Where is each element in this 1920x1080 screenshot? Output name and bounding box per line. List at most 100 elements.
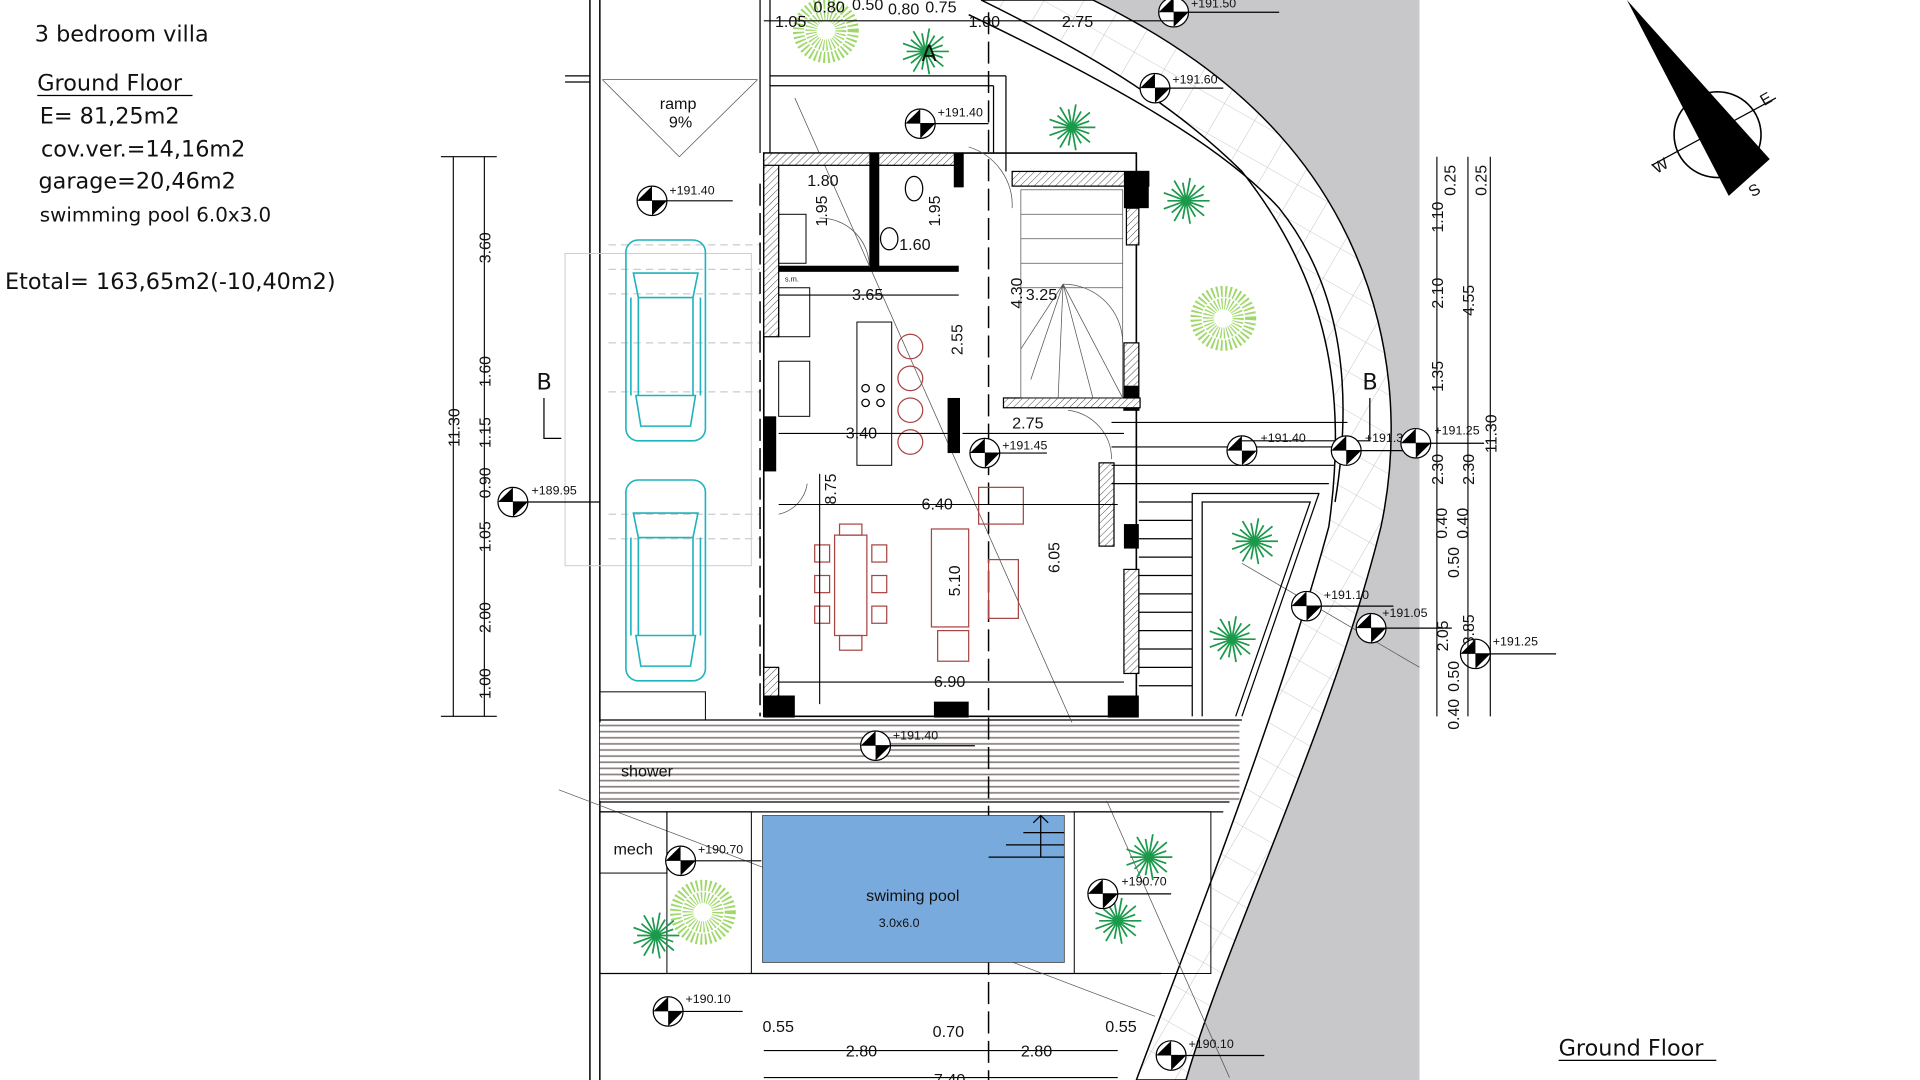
- dimension-label: 1.10: [1429, 202, 1447, 233]
- dimension-label: 3.60: [476, 232, 494, 263]
- car-icon: [625, 239, 707, 442]
- shrub-icon: [1196, 291, 1251, 345]
- dimension-label: 2.55: [948, 324, 966, 355]
- dimension-label: 0.50: [1445, 547, 1463, 578]
- dimension-label: 1.05: [775, 13, 806, 31]
- sm-label: s.m.: [785, 275, 799, 284]
- car-icon: [625, 479, 707, 682]
- floor-title-bottom: Ground Floor: [1559, 1036, 1705, 1062]
- garage-floor: [564, 244, 761, 567]
- ramp-slope-label: 9%: [669, 113, 692, 131]
- dimension-label: 0.25: [1441, 165, 1459, 196]
- elevation-label: +191.45: [1002, 438, 1047, 452]
- dimension-label: 0.90: [476, 467, 494, 498]
- dimension-label: 1.05: [476, 521, 494, 552]
- house-walls: [759, 12, 1150, 1080]
- dimension-label: 2.80: [1021, 1043, 1052, 1061]
- section-a-label: A: [922, 41, 937, 67]
- dimension-label: 2.80: [846, 1043, 877, 1061]
- elevation-label: +190.70: [698, 843, 743, 857]
- area-e: E= 81,25m2: [40, 104, 180, 130]
- elevation-label: +191.60: [1172, 72, 1217, 86]
- area-total: Etotal= 163,65m2(-10,40m2): [5, 269, 336, 295]
- dimension-label: 6.40: [922, 495, 953, 513]
- dimension-label: 2.00: [476, 602, 494, 633]
- compass: W E S: [1626, 0, 1777, 201]
- elevation-label: +191.25: [1493, 634, 1538, 648]
- dimension-label: 2.05: [1434, 620, 1452, 651]
- pool-label: swiming pool: [866, 887, 959, 905]
- dimension-label: 1.60: [476, 356, 494, 387]
- dimension-label: 4.30: [1008, 278, 1026, 309]
- dimension-label: 1.00: [969, 13, 1000, 31]
- dimension-label: 3.25: [1026, 286, 1057, 304]
- elevation-label: +191.40: [669, 184, 714, 198]
- dimensions-bottom: 0.55 2.80 0.70 2.80 0.55 7.40: [763, 1018, 1137, 1080]
- section-b-label-left: B: [537, 370, 552, 396]
- dimension-label: 5.10: [946, 565, 964, 596]
- pool-size-label: 3.0x6.0: [879, 916, 920, 930]
- elevation-label: +191.40: [1261, 431, 1306, 445]
- stair: [1020, 189, 1124, 399]
- dimensions-interior: 1.80 1.95 1.95 1.60 3.65 4.30 3.25 2.55 …: [807, 172, 1063, 691]
- palm-icon: [1048, 103, 1097, 152]
- elevation-label: +189.95: [532, 484, 577, 498]
- dimensions-right: 0.25 1.10 2.10 1.35 2.30 0.40 0.50 2.05 …: [1429, 165, 1501, 730]
- dimension-label: 4.55: [1460, 285, 1478, 316]
- dimension-label: 1.15: [476, 417, 494, 448]
- dimension-label: 11.30: [445, 408, 463, 447]
- dimension-label: 3.65: [852, 286, 883, 304]
- floor-heading: Ground Floor: [37, 71, 183, 97]
- dimension-label: 0.55: [1105, 1018, 1136, 1036]
- dimension-label: 0.40: [1445, 699, 1463, 730]
- project-title: 3 bedroom villa: [35, 22, 209, 48]
- road: [1092, 0, 1420, 1080]
- dimension-label: 0.80: [813, 0, 844, 16]
- dimension-label: 2.10: [1429, 278, 1447, 309]
- compass-south: S: [1745, 180, 1763, 201]
- dimension-lines: [440, 20, 1491, 1079]
- area-notes: 3 bedroom villa Ground Floor E= 81,25m2 …: [5, 22, 336, 295]
- elevation-label: +191.25: [1434, 424, 1479, 438]
- mech-label: mech: [614, 841, 653, 859]
- elevation-label: +190.10: [686, 992, 731, 1006]
- elevation-label: +191.40: [893, 729, 938, 743]
- dimension-label: 11.30: [1482, 414, 1500, 453]
- palm-icon: [1231, 517, 1279, 565]
- elevation-label: +191.40: [938, 105, 983, 119]
- ramp-label: ramp: [660, 95, 697, 113]
- kitchen: [778, 175, 924, 466]
- dimension-label: 1.80: [807, 172, 838, 190]
- dimensions-left: 11.30 3.60 1.60 1.15 0.90 1.05 2.00 1.00: [445, 232, 494, 699]
- dimension-label: 1.60: [899, 236, 930, 254]
- shower-label: shower: [621, 762, 674, 780]
- dimension-label: 0.40: [1433, 508, 1451, 539]
- dimension-label: 3.85: [1460, 614, 1478, 645]
- elevation-label: +191.05: [1382, 606, 1427, 620]
- terrace-steps: [1111, 421, 1348, 717]
- dimension-label: 2.75: [1012, 415, 1043, 433]
- elevation-label: +191.35: [1365, 431, 1410, 445]
- deck: [599, 722, 1240, 801]
- dimension-label: 6.90: [934, 673, 965, 691]
- palm-icon: [1208, 615, 1257, 663]
- paving-strip: [980, 0, 1392, 1080]
- elevation-label: +191.10: [1324, 588, 1369, 602]
- dimension-label: 2.30: [1460, 454, 1478, 485]
- dimension-label: 0.40: [1454, 508, 1472, 539]
- dimension-label: 7.40: [934, 1071, 965, 1080]
- dimension-label: 1.35: [1429, 361, 1447, 392]
- dimension-label: 0.70: [933, 1023, 964, 1041]
- dimension-label: 2.30: [1429, 454, 1447, 485]
- section-b-label-right: B: [1362, 370, 1377, 396]
- dimension-label: 3.40: [846, 424, 877, 442]
- furniture: [814, 486, 1024, 662]
- dimension-label: 1.95: [926, 195, 944, 226]
- level-marker-icon: [1158, 0, 1190, 28]
- shrub-icon: [676, 885, 731, 939]
- elevation-label: +190.10: [1189, 1037, 1234, 1051]
- area-cov-ver: cov.ver.=14,16m2: [41, 137, 245, 163]
- elevation-label: +191.50: [1191, 0, 1236, 10]
- area-garage: garage=20,46m2: [38, 169, 235, 195]
